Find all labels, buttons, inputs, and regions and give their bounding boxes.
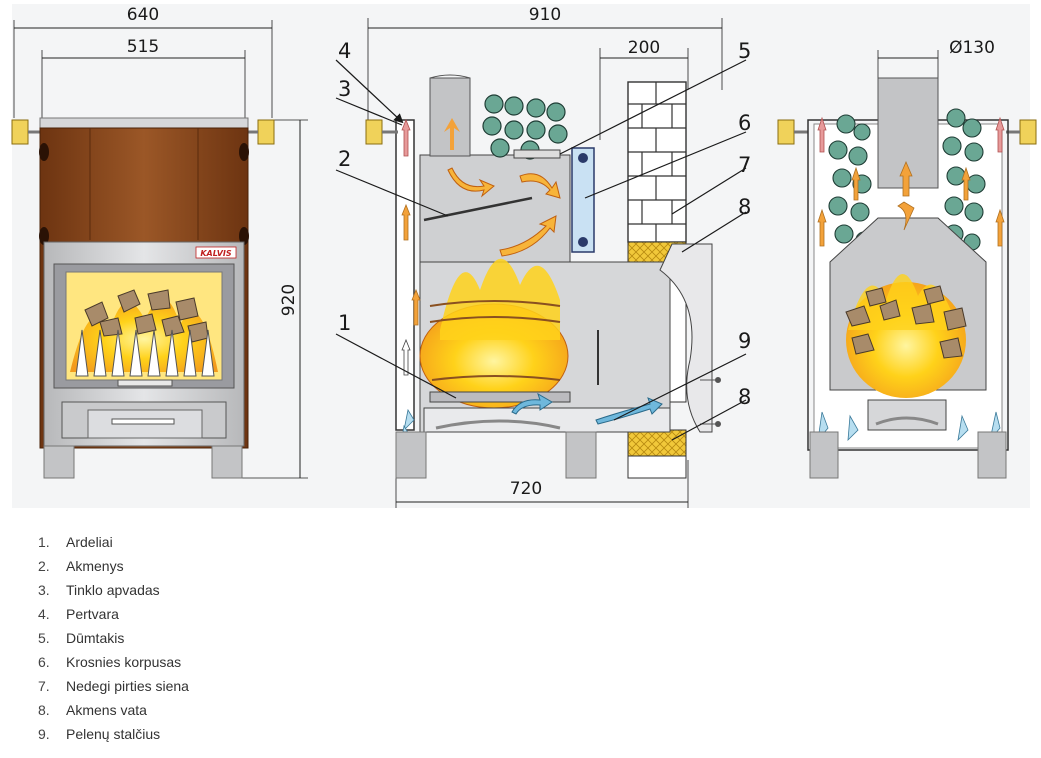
dim-label-front-width: 640 <box>127 5 159 25</box>
legend-item: 6.Krosnies korpusas <box>38 654 182 670</box>
legend-item: 4.Pertvara <box>38 606 119 622</box>
section-left-leg <box>809 431 839 479</box>
legend-item: 5.Dūmtakis <box>38 630 125 646</box>
legend-list: 1.Ardeliai 2.Akmenys 3.Tinklo apvadas 4.… <box>38 532 189 748</box>
drawer-handle <box>111 418 175 425</box>
dim-label-height: 920 <box>279 284 299 316</box>
section-ash-drawer <box>867 399 947 431</box>
side-right-leg <box>565 431 597 479</box>
door-handle <box>117 379 173 387</box>
stove-upper-body <box>419 154 571 268</box>
legend-item: 9.Pelenų stalčius <box>38 726 161 742</box>
dim-label-front-inner-width: 515 <box>127 37 159 57</box>
dim-label-depth: 720 <box>510 479 542 499</box>
brand-plate <box>195 246 237 259</box>
callout-8-top: 8 <box>738 195 751 219</box>
legend-item: 2.Akmenys <box>38 558 124 574</box>
legend-item: 7.Nedegi pirties siena <box>38 678 189 694</box>
legend-item: 8.Akmens vata <box>38 702 147 718</box>
baffle-plate <box>423 196 533 222</box>
chimney-connector <box>571 147 595 253</box>
front-view: 640 515 920 KALVIS <box>11 5 308 479</box>
callout-8-bottom: 8 <box>738 385 751 409</box>
mesh-frame <box>395 119 415 431</box>
sauna-stones <box>482 94 568 160</box>
front-section-view: Ø130 <box>777 38 1037 479</box>
callout-6: 6 <box>738 111 751 135</box>
callout-3: 3 <box>338 77 351 101</box>
front-left-bolt <box>11 119 29 145</box>
legend-item: 1.Ardeliai <box>38 534 113 550</box>
front-right-bolt <box>257 119 275 145</box>
front-right-leg <box>211 445 243 479</box>
brand-plate-text: KALVIS <box>200 249 232 258</box>
dim-label-side-width: 910 <box>529 5 561 25</box>
callout-4: 4 <box>338 39 351 63</box>
callout-9: 9 <box>738 329 751 353</box>
dim-label-chimney-diameter: Ø130 <box>949 38 995 58</box>
callout-2: 2 <box>338 147 351 171</box>
dim-label-gap: 200 <box>628 38 660 58</box>
section-right-leg <box>977 431 1007 479</box>
side-section-view: 910 200 720 <box>335 5 751 508</box>
legend-item: 3.Tinklo apvadas <box>38 582 160 598</box>
callout-5: 5 <box>738 39 751 63</box>
sauna-stove-diagram: 640 515 920 KALVIS <box>11 4 1037 508</box>
front-left-leg <box>43 445 75 479</box>
side-ash-drawer <box>423 407 671 433</box>
callout-7: 7 <box>738 153 751 177</box>
callout-1: 1 <box>338 311 351 335</box>
stone-wool-bottom <box>627 429 687 457</box>
side-left-leg <box>395 431 427 479</box>
grate <box>429 391 571 403</box>
